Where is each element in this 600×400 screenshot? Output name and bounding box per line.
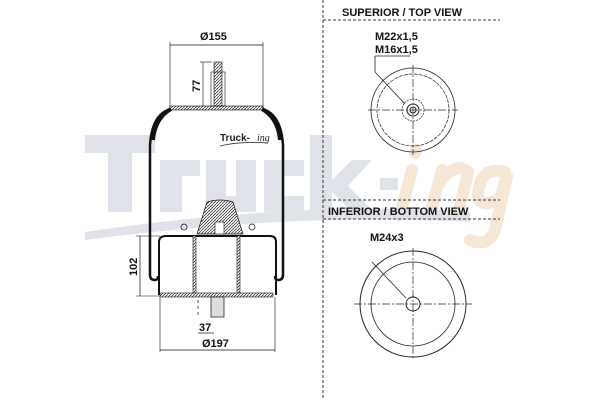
- watermark-brand-lettering: [85, 135, 398, 212]
- stud-height-label: 77: [191, 80, 203, 92]
- thread-label-1: M22x1,5: [375, 31, 418, 43]
- bottom-stud-label: 37: [199, 322, 211, 334]
- bottom-view: [354, 248, 472, 360]
- top-view: [368, 55, 458, 155]
- watermark-swoosh: [85, 208, 470, 240]
- logo-brand: Truck-: [220, 133, 250, 144]
- logo-suffix: ing: [257, 133, 270, 144]
- side-view: [136, 42, 285, 352]
- logo: Truck- ing: [219, 133, 270, 147]
- watermark: [85, 135, 514, 249]
- bottom-view-title: INFERIOR / BOTTOM VIEW: [328, 206, 469, 218]
- watermark-suffix-lettering: [394, 144, 514, 249]
- bottom-diameter-label: Ø197: [202, 338, 229, 350]
- top-view-title: SUPERIOR / TOP VIEW: [342, 7, 463, 19]
- bottom-thread-label: M24x3: [370, 232, 404, 244]
- top-diameter-label: Ø155: [200, 31, 227, 43]
- piston-height-label: 102: [128, 258, 140, 276]
- thread-label-2: M16x1,5: [375, 44, 418, 56]
